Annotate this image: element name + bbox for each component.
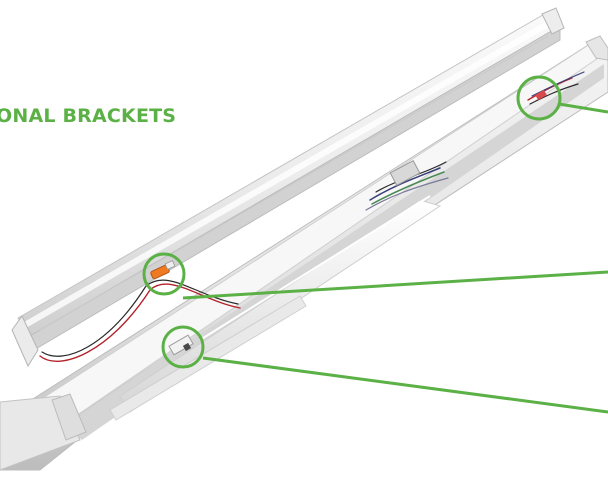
orange-connector: [150, 260, 176, 280]
housing-end-cap: [51, 393, 87, 441]
callout-line-connector: [182, 270, 608, 300]
callout-circle-connector: [142, 252, 186, 296]
callout-circle-clip: [161, 325, 205, 369]
cover-end-cap-right: [541, 7, 565, 35]
callout-bracket: [516, 75, 608, 121]
mounting-clip: [168, 334, 194, 356]
callout-circle-bracket: [516, 75, 562, 121]
led-driver-tube: [109, 195, 442, 421]
wiring-bundle: [365, 160, 449, 211]
end-wiring: [527, 71, 585, 105]
cover-end-cap-left: [11, 315, 39, 368]
callout-clip: [161, 325, 608, 414]
housing-end-back: [585, 35, 608, 61]
callout-line-clip: [202, 356, 608, 414]
section-heading: ONAL BRACKETS: [0, 105, 177, 127]
diffuser-cover: [11, 7, 565, 368]
callout-line-bracket: [558, 102, 608, 114]
callout-connector: [142, 252, 608, 300]
